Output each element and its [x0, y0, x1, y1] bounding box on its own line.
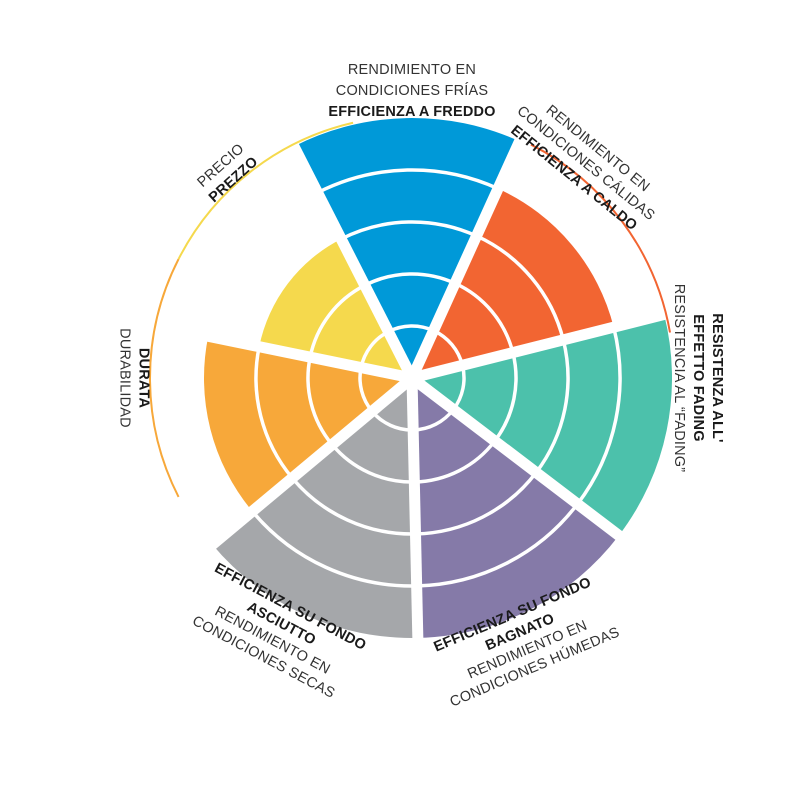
label-line: CONDICIONES CÁLIDAS	[514, 102, 659, 224]
label-line: RESISTENZA ALL'	[709, 313, 725, 442]
ring-gridline	[454, 281, 515, 354]
label-line: DURATA	[136, 348, 152, 409]
guide-arc-hot	[530, 143, 672, 333]
wedges	[204, 118, 672, 638]
ring-gridline	[340, 220, 478, 241]
ring-gridline	[308, 283, 366, 358]
ring-gridline	[475, 234, 565, 341]
separator	[406, 102, 542, 381]
label-cold: RENDIMIENTO EN CONDICIONES FRÍAS EFFICIENZ…	[328, 62, 495, 120]
ring-gridline	[306, 356, 334, 446]
ring-gridline	[416, 502, 579, 588]
guide-arc-durability	[149, 258, 180, 498]
label-line: EFFETTO FADING	[690, 314, 706, 441]
label-line: CONDICIONES FRÍAS	[336, 82, 488, 99]
label-line: EFFICIENZA A FREDDO	[328, 104, 495, 120]
separator	[270, 108, 417, 381]
ring-gridline	[415, 471, 538, 536]
ring-gridline	[534, 339, 570, 474]
ring-gridline	[493, 352, 518, 443]
separator	[406, 377, 425, 679]
label-line: RENDIMIENTO EN	[348, 62, 476, 78]
ring-gridline	[250, 510, 417, 588]
guide-arc-price	[177, 121, 354, 260]
ring-gridline	[576, 326, 622, 506]
label-fading: RESISTENZA ALL'EFFETTO FADINGRESISTENCIA…	[671, 284, 725, 473]
ring-gridline	[414, 439, 497, 484]
label-line: RESISTENCIA AL “FADING”	[671, 284, 687, 473]
wedge-cold	[293, 118, 520, 379]
ring-gridline	[290, 476, 416, 536]
wedge-hot	[412, 188, 614, 378]
separator	[178, 373, 416, 575]
wedge-dry	[212, 378, 418, 638]
guide-arcs	[149, 121, 672, 498]
separator	[410, 299, 705, 384]
wedge-wet	[412, 378, 619, 638]
label-line: DURABILIDAD	[117, 328, 133, 428]
ring-gridline	[316, 168, 499, 195]
ring-gridline	[330, 443, 415, 484]
wedge-fading	[412, 314, 672, 536]
ring-gridline	[363, 272, 456, 287]
separators	[116, 102, 705, 679]
ring-gridline	[254, 346, 294, 480]
separator	[408, 373, 655, 565]
separator	[116, 312, 414, 384]
